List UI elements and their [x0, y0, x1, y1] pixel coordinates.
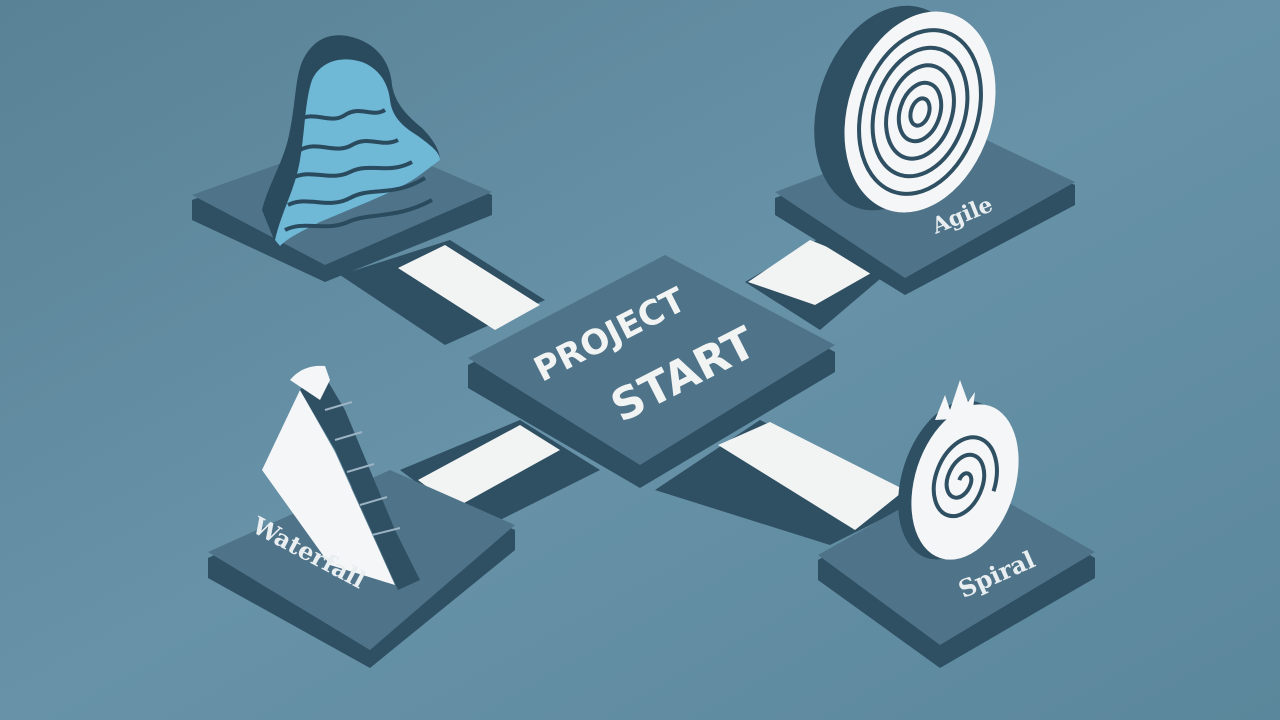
connector-top-left: [340, 240, 545, 345]
connector-bottom-right: [655, 420, 920, 545]
tile-project-start: [468, 255, 835, 488]
spiral-icon: [898, 380, 1019, 560]
target-icon: [814, 5, 996, 213]
wave-icon: [262, 35, 440, 246]
tile-spiral: [818, 475, 1095, 668]
waterfall-icon: [262, 365, 420, 590]
